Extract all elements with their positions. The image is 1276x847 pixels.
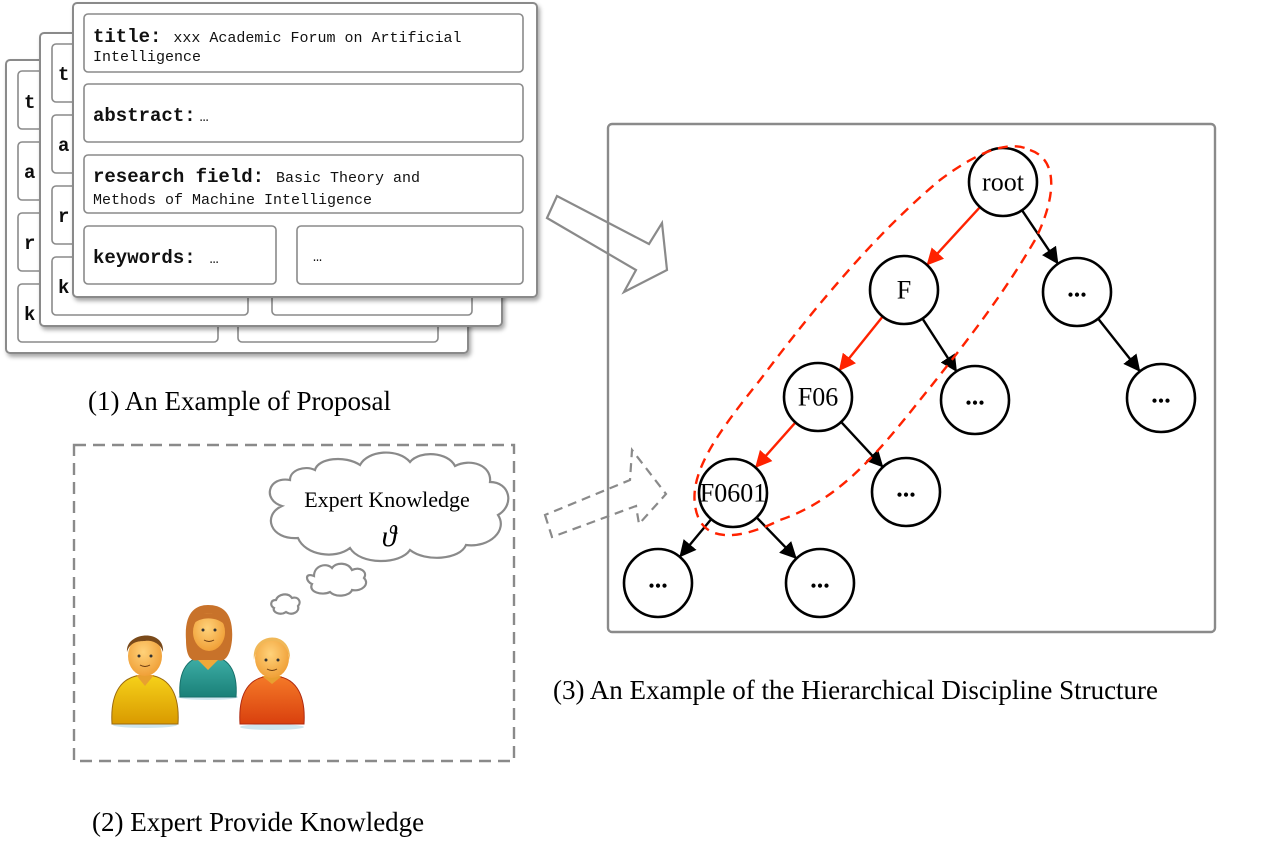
thought-text: Expert Knowledge <box>304 487 470 512</box>
tree-node-F06: F06 <box>782 361 854 433</box>
back-card-letter: r <box>24 233 35 255</box>
back-card-letter: k <box>24 304 35 326</box>
tree-edge-F-f1 <box>921 317 958 373</box>
abstract-field <box>83 83 524 143</box>
expert-to-tree-arrow <box>543 447 668 539</box>
tree-node-circle <box>868 254 940 326</box>
tree-edge-r1-r2 <box>1097 317 1141 372</box>
caption-expert: (2) Expert Provide Knowledge <box>92 807 424 837</box>
extra-field <box>296 225 524 285</box>
tree-node-r2: ... <box>1125 362 1197 434</box>
tree-node-root: root <box>967 146 1039 218</box>
tree-edge-F0601-l1 <box>679 518 713 558</box>
tree-node-label: F0601 <box>700 479 766 508</box>
back-card-letter: t <box>24 92 35 114</box>
tree-node-label: ... <box>1067 274 1087 303</box>
tree-node-label: ... <box>965 382 985 411</box>
proposal-card-stack: t a r k t a r k title: <box>5 2 538 354</box>
title-label: title: <box>93 26 161 48</box>
tree-node-label: F <box>897 276 911 305</box>
tree-node-circle <box>697 457 769 529</box>
tree-edge-F0601-l2 <box>755 516 797 560</box>
tree-edge-root-F <box>926 206 981 266</box>
expert-woman-icon <box>178 605 238 700</box>
tree-edge-root-r1 <box>1020 209 1059 265</box>
research-field-text: research field: Basic Theory and <box>93 166 420 188</box>
caption-tree: (3) An Example of the Hierarchical Disci… <box>553 675 1158 705</box>
back-card-letter: k <box>58 277 69 299</box>
tree-node-circle <box>784 547 856 619</box>
title-value-line2: Intelligence <box>93 49 201 66</box>
keywords-label: keywords: <box>93 247 196 269</box>
tree-edge-F-F06 <box>838 315 884 372</box>
caption-proposal: (1) An Example of Proposal <box>88 386 391 416</box>
tree-node-circle <box>870 456 942 528</box>
tree-node-circle <box>1041 256 1113 328</box>
tree-node-label: ... <box>810 565 830 594</box>
tree-node-label: ... <box>1151 380 1171 409</box>
tree-node-label: root <box>982 168 1025 197</box>
theta-symbol: ϑ <box>382 520 399 553</box>
thought-bubble-medium <box>305 562 368 597</box>
expert-man-icon <box>111 635 179 728</box>
tree-node-r1: ... <box>1041 256 1113 328</box>
keywords-field-text: keywords: … <box>93 247 219 269</box>
back-card-letter: a <box>58 135 69 157</box>
research-field-field <box>83 154 524 214</box>
title-value: xxx Academic Forum on Artificial <box>173 30 461 47</box>
abstract-value: … <box>200 109 209 126</box>
tree-node-l2: ... <box>784 547 856 619</box>
thought-bubble-small <box>270 593 301 615</box>
back-card-letter: t <box>58 64 69 86</box>
expert-child-icon <box>239 637 305 730</box>
tree-node-f1: ... <box>939 364 1011 436</box>
back-card-letter: a <box>24 162 35 184</box>
extra-field-value: … <box>313 249 322 266</box>
tree-node-f06a: ... <box>870 456 942 528</box>
tree-node-F: F <box>868 254 940 326</box>
tree-node-circle <box>939 364 1011 436</box>
keywords-field <box>83 225 277 285</box>
back-card-letter: r <box>58 206 69 228</box>
title-field-text: title: xxx Academic Forum on Artificial <box>93 26 461 48</box>
proposal-card-front <box>72 2 538 298</box>
tree-panel-frame <box>606 122 1217 634</box>
keywords-value: … <box>210 251 219 268</box>
tree-node-label: F06 <box>798 383 838 412</box>
expert-group-icon <box>111 605 305 730</box>
research-field-label: research field: <box>93 166 264 188</box>
abstract-label: abstract: <box>93 105 196 127</box>
tree-edge-F06-f06a <box>840 421 884 468</box>
tree-node-label: ... <box>648 565 668 594</box>
title-field <box>83 13 524 73</box>
research-field-value: Basic Theory and <box>276 170 420 187</box>
expert-panel-frame <box>72 443 516 763</box>
thought-cloud <box>268 451 510 615</box>
highlight-path-outline <box>693 145 1053 537</box>
tree-node-circle <box>782 361 854 433</box>
research-field-value-line2: Methods of Machine Intelligence <box>93 192 372 209</box>
tree-node-F0601: F0601 <box>697 457 769 529</box>
tree-node-label: ... <box>896 474 916 503</box>
tree-node-circle <box>622 547 694 619</box>
tree-edge-F06-F0601 <box>755 421 797 469</box>
tree-node-l1: ... <box>622 547 694 619</box>
tree-node-circle <box>1125 362 1197 434</box>
abstract-field-text: abstract: … <box>93 105 209 127</box>
